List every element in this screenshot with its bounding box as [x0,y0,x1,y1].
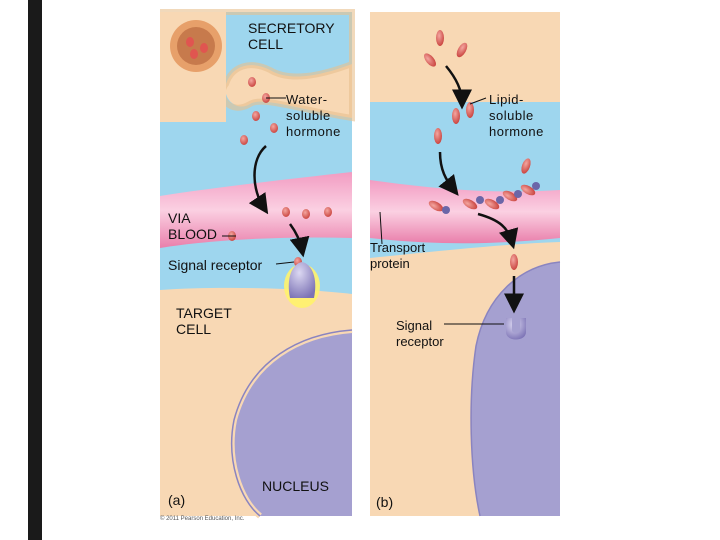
panel-b [370,12,561,517]
via-blood-label: VIA BLOOD [168,210,218,242]
lipid-soluble-hormone-label: Lipid- soluble hormone [489,92,544,139]
nucleus-label: NUCLEUS [262,478,329,494]
transport-proteins [428,182,540,214]
signal-receptor-b-shape [506,318,526,340]
signal-receptor-b-label: Signal receptor [396,318,444,349]
leader-lines [222,97,504,325]
water-soluble-hormone-label: Water- soluble hormone [286,92,341,139]
slide-side-bar [28,0,42,540]
panel-a-label: (a) [168,492,186,508]
target-cell-label: TARGET CELL [176,305,232,337]
panel-b-label: (b) [376,494,394,510]
panel-a [160,9,355,519]
transport-protein-label: Transport protein [370,240,426,271]
secretory-cell-label: SECRETORY CELL [248,20,335,52]
nucleus-a [231,330,352,516]
copyright-text: © 2011 Pearson Education, Inc. [160,516,245,522]
signal-receptor-a-shape [288,262,316,298]
signal-receptor-a-label: Signal receptor [168,257,263,273]
nucleus-b [471,262,560,516]
secretory-cell-region [160,12,352,118]
